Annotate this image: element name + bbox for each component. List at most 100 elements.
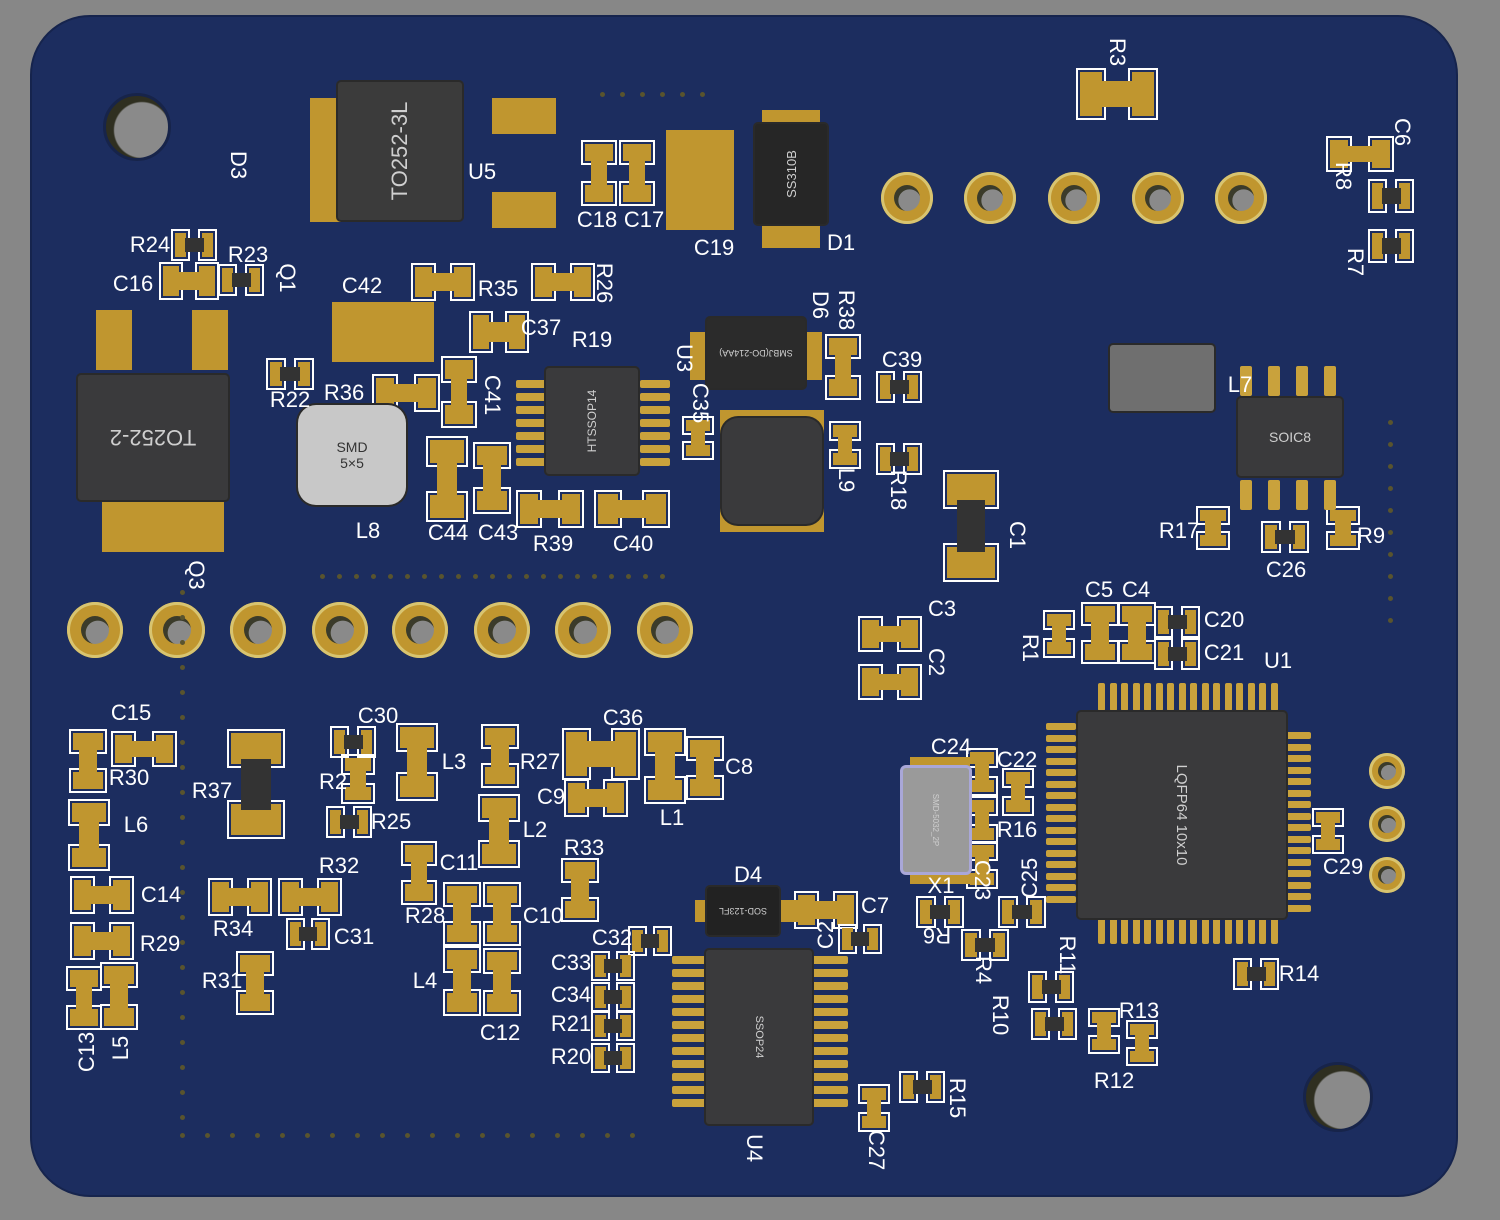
pad: [411, 263, 436, 301]
part-body: [299, 926, 317, 942]
header-pin: [881, 172, 933, 224]
component-marking: SOIC8: [1268, 429, 1311, 445]
ic-pin: [1240, 480, 1252, 510]
pad: [603, 779, 628, 817]
ic-pin: [1247, 916, 1255, 944]
pad: [686, 736, 724, 761]
stitch-via: [430, 1133, 435, 1138]
pad: [966, 869, 998, 889]
stitch-via: [180, 665, 185, 670]
ic-pin: [640, 458, 670, 466]
pad: [69, 729, 107, 754]
ic-pin: [1283, 801, 1311, 808]
pad: [966, 824, 998, 844]
ic-pin: [1283, 812, 1311, 820]
pad: [483, 990, 521, 1016]
ic-pin: [1283, 789, 1311, 797]
part-body: [604, 1019, 622, 1033]
stitch-via: [180, 590, 185, 595]
pad: [897, 616, 922, 652]
silkscreen-label-c16: C16: [112, 271, 154, 296]
pad: [1027, 971, 1048, 1003]
tab-pad: [492, 98, 556, 134]
silkscreen-label-l6: L6: [123, 812, 149, 837]
silkscreen-label-d3: D3: [226, 150, 251, 180]
header-pin: [1215, 172, 1267, 224]
stitch-via: [305, 1133, 310, 1138]
ic-pin: [640, 393, 670, 401]
pad: [564, 779, 589, 817]
pad: [570, 263, 595, 301]
silkscreen-label-c21: C21: [1203, 640, 1245, 665]
part-body: [974, 855, 990, 875]
ic-pin: [672, 1034, 708, 1042]
part-body: [343, 734, 363, 750]
pad: [1118, 639, 1156, 665]
ic-pin: [1283, 743, 1311, 751]
ic-pin: [1283, 870, 1311, 877]
stitch-via: [1388, 464, 1393, 469]
pad: [644, 775, 686, 805]
stitch-via: [180, 615, 185, 620]
ic-pin: [672, 995, 708, 1003]
ic-pin: [812, 956, 848, 964]
stitch-via: [180, 1065, 185, 1070]
pad: [481, 763, 519, 788]
stitch-via: [1388, 596, 1393, 601]
ic-pin: [672, 956, 708, 964]
silkscreen-label-c6: C6: [1390, 117, 1415, 147]
stitch-via: [507, 574, 512, 579]
part-body: [176, 272, 202, 290]
pad: [611, 728, 640, 780]
header-pin: [1048, 172, 1100, 224]
stitch-via: [230, 1133, 235, 1138]
pad: [794, 891, 819, 929]
silkscreen-label-c27: C27: [864, 1129, 889, 1171]
part-body: [391, 384, 421, 402]
header-pin: [149, 602, 205, 658]
pad: [944, 896, 964, 928]
ic-pin: [672, 1073, 708, 1081]
silkscreen-label-r35: R35: [477, 276, 519, 301]
pad: [266, 358, 286, 390]
stitch-via: [643, 574, 648, 579]
component-marking: SS310B: [783, 150, 799, 198]
part-body: [488, 814, 510, 848]
pad: [110, 731, 137, 767]
stitch-via: [180, 865, 185, 870]
pad: [591, 1043, 610, 1073]
silkscreen-label-r12: R12: [1093, 1068, 1135, 1093]
pad: [396, 723, 438, 752]
silkscreen-label-c41: C41: [480, 374, 505, 416]
silkscreen-label-c1: C1: [1005, 520, 1030, 550]
pad: [414, 374, 440, 412]
pad: [100, 1004, 138, 1030]
stitch-via: [592, 574, 597, 579]
ic-pin: [1155, 916, 1163, 944]
ic-pin: [1046, 838, 1076, 845]
ic-pin: [1178, 916, 1186, 944]
stitch-via: [330, 1133, 335, 1138]
pad: [644, 727, 686, 757]
pad: [1153, 638, 1174, 670]
ic-pin: [516, 458, 546, 466]
ic-pin: [1190, 683, 1197, 711]
pad: [66, 966, 102, 991]
silkscreen-label-r24: R24: [129, 232, 171, 257]
pad: [910, 872, 970, 884]
stitch-via: [455, 1133, 460, 1138]
pad: [1367, 179, 1388, 213]
part-body: [280, 366, 300, 382]
silkscreen-label-r6: R6: [922, 923, 952, 948]
ic-pin: [1046, 803, 1076, 811]
silkscreen-label-c3: C3: [927, 596, 957, 621]
part-body: [296, 888, 324, 906]
pad: [875, 443, 896, 475]
pad: [1153, 606, 1174, 638]
ic-pin: [1283, 881, 1311, 889]
silkscreen-label-c22: C22: [996, 747, 1038, 772]
ic-pin: [812, 1008, 848, 1016]
pad: [478, 840, 520, 868]
stitch-via: [680, 92, 685, 97]
silkscreen-label-c43: C43: [477, 520, 519, 545]
